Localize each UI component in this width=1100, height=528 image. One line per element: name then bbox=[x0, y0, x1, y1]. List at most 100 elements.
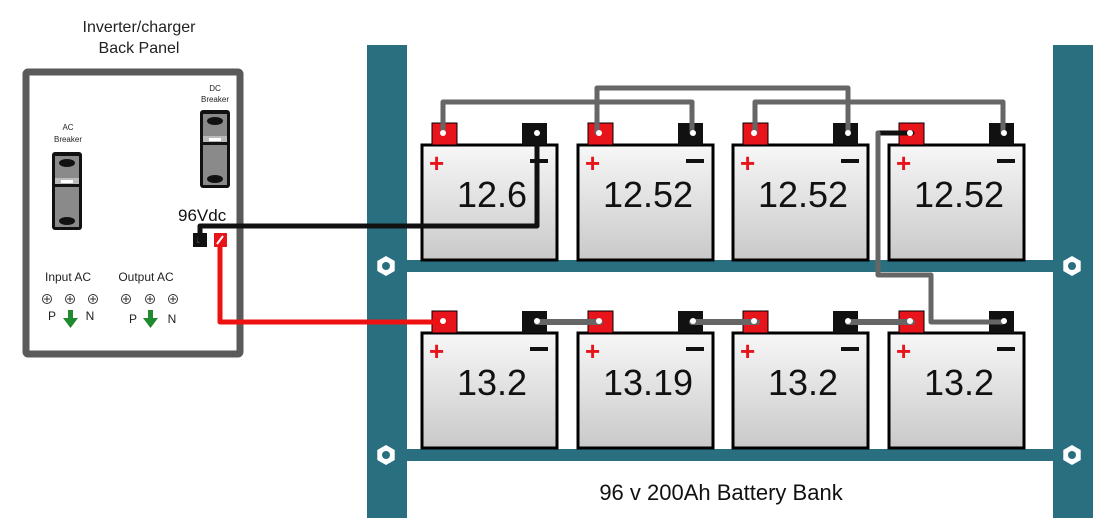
inverter-title-line2: Back Panel bbox=[99, 40, 180, 57]
negative-symbol bbox=[530, 347, 548, 351]
screw-terminal-icon[interactable] bbox=[121, 294, 131, 304]
terminal-bolt-icon bbox=[1001, 130, 1007, 136]
screw-terminal-icon[interactable] bbox=[145, 294, 155, 304]
terminal-bolt-icon bbox=[845, 130, 851, 136]
hex-nut-icon bbox=[377, 256, 395, 276]
positive-symbol: + bbox=[585, 148, 600, 178]
battery[interactable]: +12.52 bbox=[576, 122, 715, 262]
terminal-bolt-icon bbox=[440, 318, 446, 324]
positive-symbol: + bbox=[896, 336, 911, 366]
inverter-panel: Inverter/charger Back Panel AC Breaker D… bbox=[22, 19, 244, 358]
battery-voltage: 13.2 bbox=[924, 362, 994, 403]
positive-symbol: + bbox=[429, 336, 444, 366]
link-cable[interactable] bbox=[594, 99, 695, 136]
battery-body bbox=[887, 143, 1026, 262]
output-phase-label: P bbox=[129, 312, 137, 326]
rack-shelf-bottom bbox=[407, 449, 1053, 461]
dc-terminal-label: 96Vdc bbox=[178, 206, 227, 225]
ac-breaker[interactable] bbox=[52, 152, 82, 230]
input-ac-label: Input AC bbox=[45, 270, 91, 284]
battery-body bbox=[576, 331, 715, 450]
panel-frame bbox=[22, 68, 244, 358]
positive-symbol: + bbox=[585, 336, 600, 366]
battery-body bbox=[731, 143, 870, 262]
terminal-bolt-icon bbox=[534, 318, 540, 324]
terminal-bolt-icon bbox=[751, 130, 757, 136]
battery-voltage: 13.19 bbox=[603, 362, 693, 403]
positive-symbol: + bbox=[740, 148, 755, 178]
link-cable[interactable] bbox=[752, 99, 1006, 136]
input-phase-label: P bbox=[48, 309, 56, 323]
inverter-title-line1: Inverter/charger bbox=[83, 19, 197, 36]
battery[interactable]: +12.52 bbox=[887, 122, 1026, 262]
battery-body bbox=[887, 331, 1026, 450]
output-ac-terminals: P N bbox=[121, 294, 178, 328]
positive-symbol: + bbox=[896, 148, 911, 178]
output-neutral-label: N bbox=[168, 312, 177, 326]
terminal-bolt-icon bbox=[845, 318, 851, 324]
terminal-bolt-icon bbox=[690, 130, 696, 136]
positive-symbol: + bbox=[740, 336, 755, 366]
battery-voltage: 12.52 bbox=[914, 174, 1004, 215]
battery-voltage: 12.52 bbox=[603, 174, 693, 215]
ac-breaker-label-line1: AC bbox=[62, 123, 73, 132]
battery-bank-label: 96 v 200Ah Battery Bank bbox=[599, 480, 843, 505]
screw-terminal-icon[interactable] bbox=[65, 294, 75, 304]
terminal-bolt-icon bbox=[596, 130, 602, 136]
hex-nut-icon bbox=[1063, 256, 1081, 276]
negative-symbol bbox=[997, 159, 1015, 163]
ac-breaker-label-line2: Breaker bbox=[54, 135, 82, 144]
battery-voltage: 13.2 bbox=[457, 362, 527, 403]
battery-body bbox=[420, 331, 559, 450]
dc-breaker[interactable] bbox=[200, 110, 230, 188]
battery-body bbox=[731, 331, 870, 450]
dc-breaker-label-line1: DC bbox=[209, 84, 221, 93]
negative-symbol bbox=[841, 347, 859, 351]
battery[interactable]: +13.2 bbox=[731, 310, 870, 450]
inter-row-cable[interactable] bbox=[875, 130, 1006, 325]
ground-arrow-icon bbox=[143, 310, 158, 328]
battery[interactable]: +13.2 bbox=[887, 310, 1026, 450]
batteries: +12.6+12.52+12.52+12.52+13.2+13.19+13.2+… bbox=[420, 122, 1026, 450]
main-positive-cable[interactable] bbox=[217, 244, 448, 325]
input-ac-terminals: P N bbox=[42, 294, 98, 328]
output-ac-label: Output AC bbox=[118, 270, 174, 284]
hex-nut-icon bbox=[1063, 445, 1081, 465]
battery-rack bbox=[367, 45, 1093, 518]
negative-symbol bbox=[686, 159, 704, 163]
terminal-bolt-icon bbox=[907, 130, 913, 136]
screw-terminal-icon[interactable] bbox=[42, 294, 52, 304]
positive-symbol: + bbox=[429, 148, 444, 178]
screw-terminal-icon[interactable] bbox=[88, 294, 98, 304]
terminal-bolt-icon bbox=[751, 318, 757, 324]
negative-symbol bbox=[686, 347, 704, 351]
rack-post-right bbox=[1053, 45, 1093, 518]
rack-shelf-top bbox=[407, 260, 1053, 272]
battery-voltage: 12.52 bbox=[758, 174, 848, 215]
battery[interactable]: +13.19 bbox=[576, 310, 715, 450]
terminal-bolt-icon bbox=[534, 130, 540, 136]
rack-post-left bbox=[367, 45, 407, 518]
screw-terminal-icon[interactable] bbox=[168, 294, 178, 304]
battery-voltage: 13.2 bbox=[768, 362, 838, 403]
terminal-bolt-icon bbox=[596, 318, 602, 324]
negative-symbol bbox=[997, 347, 1015, 351]
battery-voltage: 12.6 bbox=[457, 174, 527, 215]
terminal-bolt-icon bbox=[690, 318, 696, 324]
battery[interactable]: +13.2 bbox=[420, 310, 559, 450]
dc-positive-terminal[interactable] bbox=[214, 233, 227, 247]
link-cable[interactable] bbox=[440, 99, 600, 136]
input-neutral-label: N bbox=[86, 309, 95, 323]
ground-arrow-icon bbox=[63, 310, 78, 328]
cables bbox=[197, 85, 1006, 325]
link-cable[interactable] bbox=[594, 85, 851, 136]
dc-breaker-label-line2: Breaker bbox=[201, 95, 229, 104]
terminal-bolt-icon bbox=[440, 130, 446, 136]
terminal-bolt-icon bbox=[907, 318, 913, 324]
battery[interactable]: +12.52 bbox=[731, 122, 870, 262]
hex-nut-icon bbox=[377, 445, 395, 465]
battery-body bbox=[576, 143, 715, 262]
main-negative-cable[interactable] bbox=[197, 130, 540, 243]
negative-symbol bbox=[841, 159, 859, 163]
